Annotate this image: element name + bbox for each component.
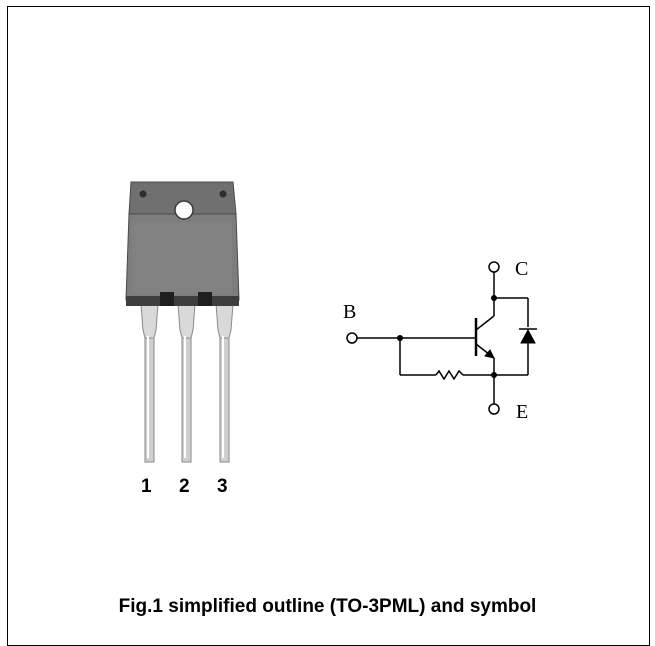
base-terminal: [346, 332, 358, 344]
collector-terminal: [488, 261, 500, 273]
package-outline: [125, 181, 240, 463]
collector-label: C: [515, 258, 528, 280]
resistor-symbol: [435, 369, 464, 381]
figure-frame: [7, 6, 650, 646]
figure-drawing: 1 2 3: [125, 181, 537, 497]
mounting-hole-center: [174, 200, 194, 220]
diode-symbol: [519, 328, 537, 344]
transistor-symbol: [346, 261, 537, 415]
emitter-terminal: [488, 403, 500, 415]
pin-label-2: 2: [179, 476, 190, 497]
pin-label-3: 3: [217, 476, 228, 497]
emitter-label: E: [516, 401, 528, 423]
pin-label-1: 1: [141, 476, 152, 497]
mounting-hole-right: [219, 190, 227, 198]
mounting-hole-left: [139, 190, 147, 198]
figure-caption: Fig.1 simplified outline (TO-3PML) and s…: [118, 596, 537, 617]
base-label: B: [343, 301, 356, 323]
